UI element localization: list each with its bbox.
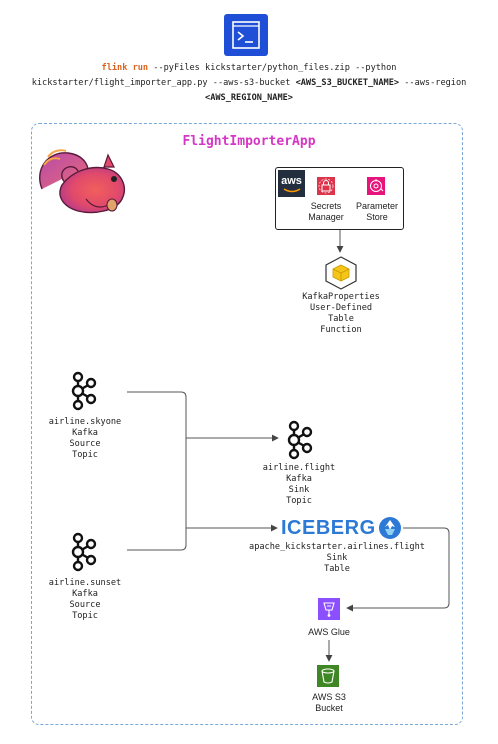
flink-run-command: flink run --pyFiles kickstarter/python_f… bbox=[6, 61, 492, 106]
aws-s3-label: AWS S3 Bucket bbox=[294, 692, 364, 714]
parameter-store-icon bbox=[367, 177, 385, 195]
source-sunset-label: airline.sunset Kafka Source Topic bbox=[30, 578, 140, 622]
source-sunset-label-line-1: airline.sunset bbox=[48, 578, 122, 588]
aws-s3-label-line-2: Bucket bbox=[315, 703, 343, 713]
parameter-store-label-line-2: Store bbox=[366, 212, 388, 222]
source-skyone-label-line-4: Topic bbox=[72, 450, 98, 460]
command-line1-rest: --pyFiles kickstarter/python_files.zip -… bbox=[148, 63, 397, 73]
region-placeholder: <AWS_REGION_NAME> bbox=[205, 93, 293, 103]
kafka-skyone-icon bbox=[68, 371, 98, 415]
source-sunset-label-line-4: Topic bbox=[72, 611, 98, 621]
source-skyone-label-line-3: Source bbox=[69, 439, 101, 449]
iceberg-label-line-1: apache_kickstarter.airlines.flight bbox=[249, 542, 425, 552]
command-line-3: <AWS_REGION_NAME> bbox=[6, 91, 492, 106]
bucket-placeholder: <AWS_S3_BUCKET_NAME> bbox=[295, 78, 400, 88]
command-line2-a: kickstarter/flight_importer_app.py --aws… bbox=[31, 78, 296, 88]
sink-flight-label-line-3: Sink bbox=[288, 485, 310, 495]
aws-logo-text: aws bbox=[281, 175, 302, 187]
command-line2-b: --aws-region bbox=[399, 78, 467, 88]
source-skyone-label-line-1: airline.skyone bbox=[48, 417, 122, 427]
iceberg-logo-text: ICEBERG bbox=[281, 517, 376, 539]
aws-glue-label: AWS Glue bbox=[308, 627, 350, 637]
udtf-cube-icon bbox=[323, 255, 359, 295]
kafka-sunset-icon bbox=[68, 532, 98, 576]
udtf-label-line-3: Table bbox=[328, 314, 354, 324]
sink-flight-label: airline.flight Kafka Sink Topic bbox=[244, 463, 354, 507]
command-keyword: flink run bbox=[101, 63, 149, 73]
iceberg-label-line-2: Sink bbox=[326, 553, 348, 563]
parameter-store-label-line-1: Parameter bbox=[355, 201, 399, 211]
source-skyone-label: airline.skyone Kafka Source Topic bbox=[30, 417, 140, 461]
aws-s3-icon bbox=[317, 665, 339, 687]
aws-smile-icon bbox=[283, 188, 301, 193]
iceberg-label-line-3: Table bbox=[324, 564, 350, 574]
flink-squirrel-logo bbox=[34, 147, 132, 223]
source-sunset-label-line-3: Source bbox=[69, 600, 101, 610]
secrets-manager-label-line-2: Manager bbox=[308, 212, 344, 222]
aws-logo: aws bbox=[278, 170, 305, 197]
aws-glue-icon bbox=[318, 598, 340, 620]
udtf-label: KafkaProperties User-Defined Table Funct… bbox=[280, 292, 402, 336]
sink-flight-label-line-4: Topic bbox=[286, 496, 312, 506]
iceberg-logo-icon bbox=[378, 516, 402, 544]
edge-iceberg-to-glue bbox=[346, 527, 450, 612]
udtf-label-line-4: Function bbox=[320, 325, 362, 335]
source-sunset-label-line-2: Kafka bbox=[72, 589, 98, 599]
edge-sources-merge bbox=[127, 391, 187, 551]
command-line-1: flink run --pyFiles kickstarter/python_f… bbox=[6, 61, 492, 76]
command-line-2: kickstarter/flight_importer_app.py --aws… bbox=[6, 76, 492, 91]
source-skyone-label-line-2: Kafka bbox=[72, 428, 98, 438]
aws-services-box: aws Secrets Manager Parameter Store bbox=[275, 167, 404, 230]
secrets-manager-icon bbox=[317, 177, 335, 195]
secrets-manager-label-line-1: Secrets bbox=[310, 201, 342, 211]
secrets-manager-label: Secrets Manager bbox=[304, 201, 348, 223]
app-title: FlightImporterApp bbox=[182, 134, 316, 149]
sink-flight-label-line-2: Kafka bbox=[286, 474, 312, 484]
terminal-icon bbox=[224, 14, 268, 56]
udtf-label-line-2: User-Defined bbox=[309, 303, 373, 313]
parameter-store-label: Parameter Store bbox=[352, 201, 402, 223]
sink-flight-label-line-1: airline.flight bbox=[262, 463, 336, 473]
iceberg-table-label: apache_kickstarter.airlines.flight Sink … bbox=[234, 542, 440, 575]
kafka-flight-icon bbox=[284, 420, 314, 464]
aws-s3-label-line-1: AWS S3 bbox=[312, 692, 346, 702]
app-boundary bbox=[31, 123, 463, 725]
udtf-label-line-1: KafkaProperties bbox=[302, 292, 380, 302]
